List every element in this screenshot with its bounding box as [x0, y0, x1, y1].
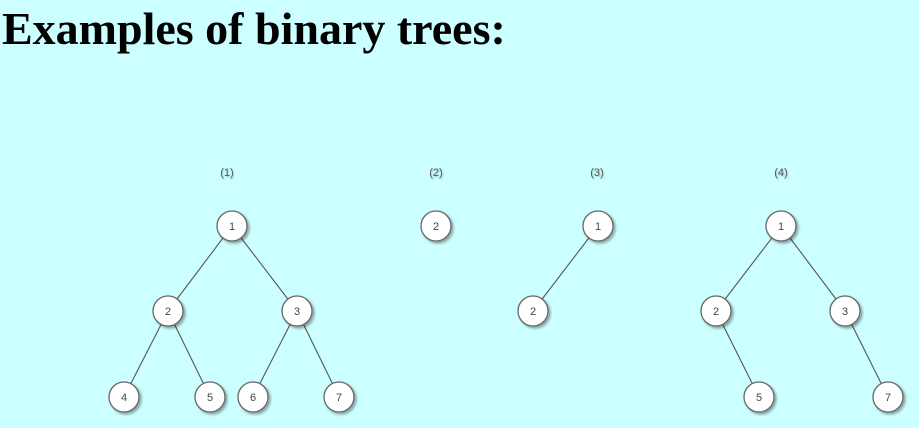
tree-node-label: 6 [250, 392, 256, 404]
tree-1: (1) 1 2 3 4 [108, 167, 355, 413]
page-title: Examples of binary trees: [2, 3, 506, 54]
tree-1-edge-1-3 [231, 225, 298, 312]
tree-node-label: 3 [294, 306, 300, 318]
tree-4-caption: (4) [774, 167, 787, 179]
tree-4-edge-3-7 [844, 310, 889, 398]
tree-node: 3 [281, 295, 313, 327]
tree-node: 1 [582, 210, 614, 242]
tree-1-edge-2-4 [123, 310, 169, 398]
tree-node-label: 4 [121, 392, 127, 404]
tree-node-label: 5 [756, 392, 762, 404]
tree-node-label: 7 [336, 392, 342, 404]
tree-3-edge-1-2 [532, 225, 599, 312]
tree-1-edge-1-2 [167, 225, 233, 312]
tree-1-edge-3-7 [296, 310, 340, 398]
tree-4-edge-2-5 [715, 310, 760, 398]
tree-node: 1 [216, 210, 248, 242]
tree-2: (2) 2 [420, 167, 452, 242]
tree-1-edge-3-6 [252, 310, 298, 398]
tree-node-label: 1 [229, 221, 235, 233]
tree-node-label: 1 [595, 221, 601, 233]
tree-node: 3 [829, 295, 861, 327]
tree-node-label: 5 [207, 392, 213, 404]
tree-node-label: 2 [165, 306, 171, 318]
tree-4-edge-1-3 [780, 225, 846, 312]
tree-node: 7 [872, 381, 904, 413]
tree-4-edge-1-2 [715, 225, 782, 312]
tree-node: 2 [700, 295, 732, 327]
tree-node: 2 [517, 295, 549, 327]
tree-1-edge-2-5 [167, 310, 211, 398]
tree-4: (4) 1 2 3 5 7 [700, 167, 904, 413]
tree-node: 2 [420, 210, 452, 242]
tree-node: 5 [194, 381, 226, 413]
tree-node-label: 2 [433, 221, 439, 233]
tree-3-caption: (3) [590, 167, 603, 179]
tree-node-label: 1 [778, 221, 784, 233]
tree-node-label: 2 [713, 306, 719, 318]
tree-node: 7 [323, 381, 355, 413]
tree-node-label: 3 [842, 306, 848, 318]
tree-3: (3) 1 2 [517, 167, 614, 327]
tree-node-label: 2 [530, 306, 536, 318]
tree-node: 5 [743, 381, 775, 413]
tree-node: 4 [108, 381, 140, 413]
tree-node-label: 7 [885, 392, 891, 404]
tree-node: 6 [237, 381, 269, 413]
tree-node: 2 [152, 295, 184, 327]
tree-node: 1 [765, 210, 797, 242]
tree-2-caption: (2) [429, 167, 442, 179]
tree-1-caption: (1) [220, 167, 233, 179]
